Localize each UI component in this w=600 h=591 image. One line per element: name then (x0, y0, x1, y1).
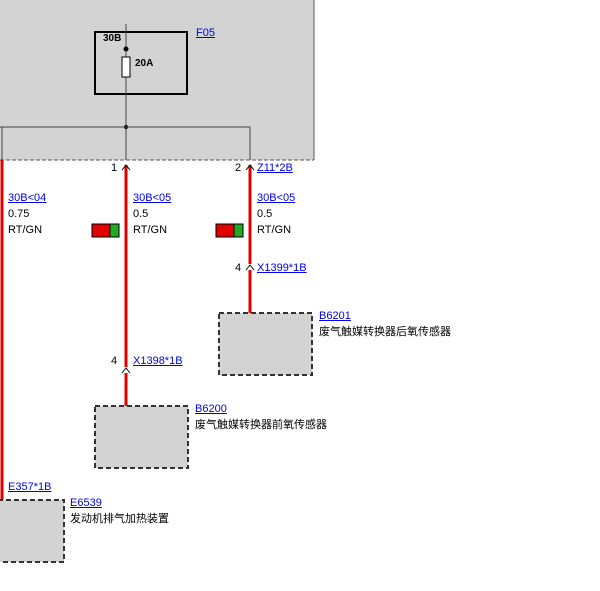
left-wire-signal-link[interactable]: 30B<04 (8, 192, 47, 204)
e357-connector-link[interactable]: E357*1B (8, 481, 52, 493)
b6200-component-link[interactable]: B6200 (195, 403, 227, 415)
e6539-component-name: 发动机排气加热装置 (70, 512, 169, 525)
fuse-node (123, 46, 129, 52)
pin2-chevron-icon (245, 164, 255, 171)
right-wire-gauge: 0.5 (257, 208, 273, 220)
pin-4-x1398-label: 4 (111, 355, 118, 367)
mid-wire-color-swatch-green (109, 223, 120, 238)
fuse-rating-label: 20A (135, 58, 154, 69)
x1398-connector-link[interactable]: X1398*1B (133, 355, 183, 367)
e6539-component-box (0, 499, 65, 563)
power-module (0, 0, 314, 160)
right-wire-signal-link[interactable]: 30B<05 (257, 192, 296, 204)
x1399-chevron-icon (245, 264, 255, 271)
b6201-component-link[interactable]: B6201 (319, 310, 351, 322)
right-wire-color: RT/GN (257, 224, 292, 236)
pin1-chevron-icon (121, 164, 131, 171)
mid-wire-color-swatch-red (91, 223, 111, 238)
internal-bus-right (126, 126, 251, 160)
right-wire-color-swatch-red (215, 223, 235, 238)
left-wire-gauge: 0.75 (8, 208, 30, 220)
e6539-component-link[interactable]: E6539 (70, 497, 102, 509)
mid-wire-color: RT/GN (133, 224, 168, 236)
mid-wire-gauge: 0.5 (133, 208, 149, 220)
right-wire-color-swatch-green (233, 223, 244, 238)
fuse-ref-link[interactable]: F05 (196, 27, 215, 39)
pin-2-label: 2 (235, 162, 242, 174)
mid-wire-signal-link[interactable]: 30B<05 (133, 192, 172, 204)
b6201-component-name: 废气触媒转换器后氧传感器 (319, 325, 451, 338)
left-wire-color: RT/GN (8, 224, 43, 236)
pin-4-x1399-label: 4 (235, 262, 242, 274)
z11-connector-link-text[interactable]: Z11*2B (257, 162, 293, 174)
b6200-component-name: 废气触媒转换器前氧传感器 (195, 418, 327, 431)
x1399-connector-link[interactable]: X1399*1B (257, 262, 307, 274)
b6201-component-box (218, 312, 313, 376)
fuse-element-icon (121, 56, 131, 78)
pin-1-label: 1 (111, 162, 118, 174)
b6200-component-box (94, 405, 189, 469)
x1398-chevron-icon (121, 367, 131, 374)
fuse-box (94, 31, 188, 95)
fuse-terminal-label: 30B (103, 33, 122, 44)
